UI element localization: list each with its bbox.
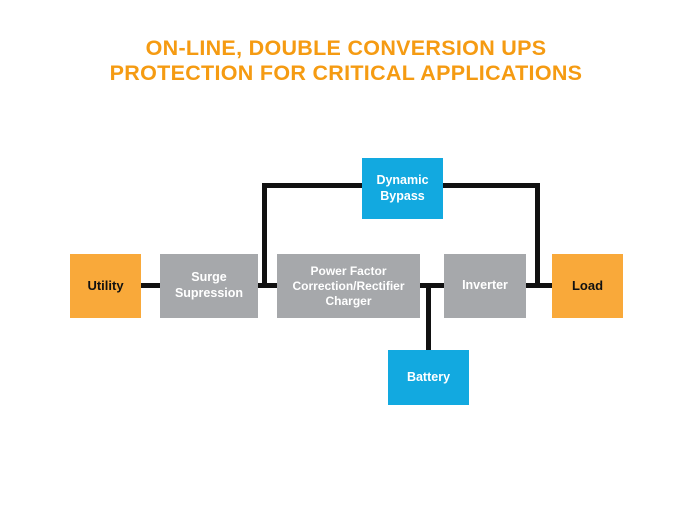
block-battery[interactable]: Battery bbox=[388, 350, 469, 405]
page-title-line-1: ON-LINE, DOUBLE CONVERSION UPS bbox=[145, 36, 547, 60]
block-pfc-label-line-1: Power Factor bbox=[310, 263, 387, 278]
connector-battery-drop bbox=[426, 283, 431, 352]
block-dynamic-bypass-label-line-2: Bypass bbox=[380, 188, 425, 203]
block-pfc-label-line-3: Charger bbox=[325, 293, 372, 308]
connector-inverter-to-load bbox=[524, 283, 554, 288]
block-utility[interactable]: Utility bbox=[70, 254, 141, 318]
block-load[interactable]: Load bbox=[552, 254, 623, 318]
block-surge-supression-label-line-1: Surge bbox=[191, 270, 227, 285]
block-power-factor-correction-label: Power Factor Correction/Rectifier Charge… bbox=[277, 264, 420, 309]
connector-bypass-right-drop bbox=[535, 183, 540, 285]
block-inverter-label: Inverter bbox=[462, 278, 508, 293]
connector-pfc-to-inverter bbox=[418, 283, 446, 288]
connector-utility-to-surge bbox=[138, 283, 162, 288]
block-surge-supression[interactable]: Surge Supression bbox=[160, 254, 258, 318]
page-title-line-2: PROTECTION FOR CRITICAL APPLICATIONS bbox=[109, 61, 583, 85]
block-dynamic-bypass[interactable]: Dynamic Bypass bbox=[362, 158, 443, 219]
page-title: ON-LINE, DOUBLE CONVERSION UPS PROTECTIO… bbox=[0, 36, 692, 86]
block-surge-supression-label-line-2: Supression bbox=[174, 286, 244, 300]
block-inverter[interactable]: Inverter bbox=[444, 254, 526, 318]
block-load-label: Load bbox=[571, 277, 604, 293]
connector-surge-to-pfc bbox=[256, 283, 279, 288]
connector-bypass-left-drop bbox=[262, 183, 267, 285]
block-pfc-label-line-2: Correction/Rectifier bbox=[292, 278, 405, 293]
block-dynamic-bypass-label-line-1: Dynamic bbox=[376, 172, 429, 187]
block-battery-label: Battery bbox=[406, 369, 451, 384]
block-utility-label: Utility bbox=[87, 277, 124, 293]
block-power-factor-correction[interactable]: Power Factor Correction/Rectifier Charge… bbox=[277, 254, 420, 318]
block-surge-supression-label: Surge Supression bbox=[160, 270, 258, 301]
block-dynamic-bypass-label: Dynamic Bypass bbox=[362, 173, 443, 204]
